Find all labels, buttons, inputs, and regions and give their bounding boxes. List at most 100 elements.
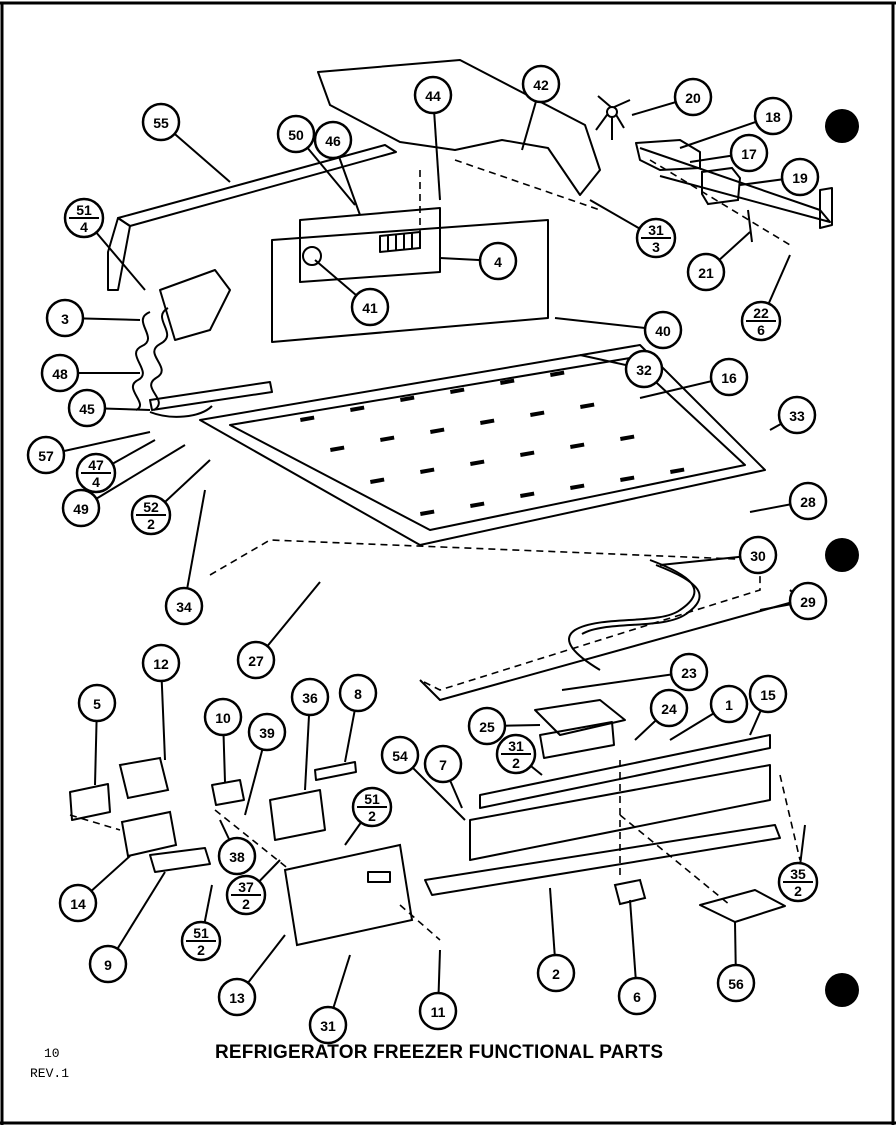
cabinet-rail [479, 734, 771, 809]
callout-label: 25 [479, 719, 495, 735]
callout-54: 54 [380, 735, 466, 821]
callout-circle [276, 114, 316, 154]
callout-1: 1 [669, 684, 749, 741]
callout-label: 12 [153, 656, 169, 672]
callout-label: 54 [392, 748, 408, 764]
callout-circle [709, 684, 749, 724]
callout-18: 18 [679, 96, 793, 149]
callout-41: 41 [314, 259, 390, 327]
callout-9: 9 [88, 871, 166, 984]
callout-label: 44 [425, 88, 441, 104]
callout-28: 28 [749, 481, 828, 521]
motor-bracket-end [819, 187, 833, 229]
fraction-callout-31-3: 313 [589, 199, 677, 259]
callout-30: 30 [659, 535, 778, 575]
callout-circle [669, 652, 709, 692]
fraction-callout-47-4: 474 [75, 439, 156, 494]
callout-circle [521, 64, 561, 104]
callout-circle [141, 643, 181, 683]
fraction-top: 47 [88, 457, 104, 473]
callout-label: 36 [302, 690, 318, 706]
fraction-callout-31-2: 312 [495, 733, 543, 776]
bracket-10 [211, 779, 245, 806]
callout-label: 8 [354, 686, 362, 702]
control-box [299, 207, 441, 283]
strip-8 [314, 761, 357, 781]
callout-label: 23 [681, 665, 697, 681]
fraction-bottom: 4 [80, 219, 88, 235]
drain-tube [149, 405, 213, 418]
callout-40: 40 [554, 310, 683, 350]
callout-label: 3 [61, 311, 69, 327]
callout-56: 56 [716, 921, 756, 1003]
leader-line [561, 671, 690, 691]
callout-circle [709, 357, 749, 397]
callout-32: 32 [579, 349, 664, 389]
callout-circle [308, 1005, 348, 1045]
callout-46: 46 [313, 120, 361, 216]
callout-circle [624, 349, 664, 389]
callout-circle [40, 353, 80, 393]
bracket-screw-21 [747, 209, 753, 243]
callout-label: 33 [789, 408, 805, 424]
callout-label: 6 [633, 989, 641, 1005]
callout-circle [217, 836, 257, 876]
main-panel-inner [229, 357, 746, 531]
callout-44: 44 [413, 75, 453, 201]
cabinet-lower-rail [469, 764, 771, 861]
fraction-bottom: 3 [652, 239, 660, 255]
callout-circle [673, 77, 713, 117]
fraction-callout-51-2: 512 [344, 786, 393, 846]
callout-circle [617, 976, 657, 1016]
callout-33: 33 [769, 395, 817, 435]
fraction-callout-35-2: 352 [777, 824, 819, 903]
fraction-bottom: 2 [794, 883, 802, 899]
callout-20: 20 [631, 77, 713, 117]
callout-label: 19 [792, 170, 808, 186]
callout-label: 34 [176, 599, 192, 615]
fraction-top: 22 [753, 305, 769, 321]
fraction-callout-22-6: 226 [740, 254, 791, 342]
control-plate-bracket [539, 721, 615, 759]
callout-label: 45 [79, 401, 95, 417]
callout-label: 56 [728, 976, 744, 992]
cover-plate [699, 889, 786, 923]
timer-block [120, 810, 178, 858]
alignment-lines [69, 159, 801, 941]
motor-bracket-rail [639, 147, 831, 223]
callout-label: 24 [661, 701, 677, 717]
punch-holes [825, 109, 859, 1007]
callout-circle [753, 96, 793, 136]
callout-circle [686, 252, 726, 292]
callout-circle [423, 744, 463, 784]
callout-19: 19 [739, 157, 820, 197]
callout-label: 31 [320, 1018, 336, 1034]
fraction-bottom: 2 [242, 896, 250, 912]
callout-label: 7 [439, 757, 447, 773]
leader-line [80, 444, 186, 509]
fraction-top: 51 [76, 202, 92, 218]
callout-4: 4 [439, 241, 518, 281]
callout-label: 21 [698, 265, 714, 281]
fraction-top: 35 [790, 866, 806, 882]
callout-label: 15 [760, 687, 776, 703]
callout-circle [380, 735, 420, 775]
housing-window [367, 871, 391, 883]
callout-label: 42 [533, 77, 549, 93]
callout-21: 21 [686, 231, 751, 292]
back-panel [271, 219, 549, 343]
callout-38: 38 [217, 819, 257, 876]
callout-12: 12 [141, 643, 181, 761]
callout-circle [788, 481, 828, 521]
fraction-bottom: 4 [92, 474, 100, 490]
callout-circle [478, 241, 518, 281]
callout-circle [780, 157, 820, 197]
fraction-top: 52 [143, 499, 159, 515]
fraction-bottom: 2 [197, 942, 205, 958]
fraction-top: 31 [648, 222, 664, 238]
callout-label: 30 [750, 548, 766, 564]
callout-48: 48 [40, 353, 140, 393]
top-rail [117, 144, 397, 227]
control-plate [534, 699, 626, 736]
